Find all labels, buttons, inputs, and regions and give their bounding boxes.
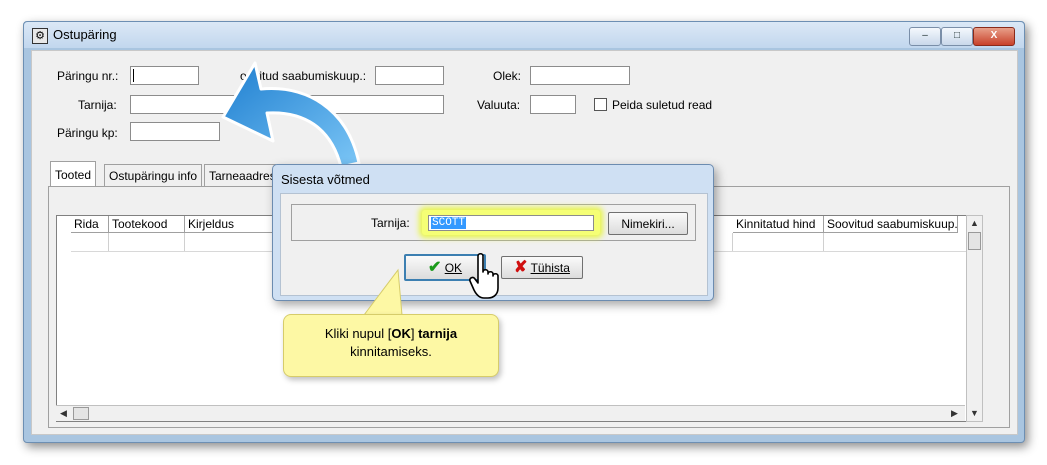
ok-label: OK (444, 261, 463, 275)
horizontal-scrollbar[interactable]: ◀ ▶ (56, 405, 965, 421)
paringu-kp-label: Päringu kp: (57, 126, 118, 140)
cell-divider (823, 233, 824, 251)
red-x-icon: ✘ (514, 259, 528, 276)
tuhista-label: Tühista (530, 261, 570, 275)
vertical-scrollbar[interactable]: ▲ ▼ (966, 215, 983, 422)
callout-line-2: kinnitamiseks. (350, 344, 432, 359)
nimekiri-button[interactable]: Nimekiri... (608, 212, 688, 235)
checkmark-icon: ✔ (427, 259, 442, 276)
hand-pointer-cursor-icon (469, 252, 499, 299)
column-header-rida[interactable]: Rida (71, 216, 109, 233)
callout-text-ok: OK (391, 326, 411, 341)
selected-text: SCOTT (431, 217, 467, 229)
dialog-tarnija-label: Tarnija: (371, 216, 410, 230)
callout-text-mid: ] (410, 326, 419, 341)
maximize-button[interactable]: □ (941, 27, 973, 46)
callout-text-pre: Kliki nupul [ (324, 326, 392, 341)
dialog-tarnija-input[interactable]: SCOTT (428, 215, 594, 231)
peida-suletud-read-label: Peida suletud read (612, 98, 713, 112)
callout-line-1: Kliki nupul [OK] tarnija (284, 325, 498, 343)
dialog-body: Tarnija: SCOTT Nimekiri... ✔ OK ✘ Tühist… (280, 193, 708, 296)
cell-divider (184, 233, 185, 251)
scroll-left-arrow-icon[interactable]: ◀ (60, 408, 67, 418)
cell-divider (732, 233, 733, 251)
instruction-callout: Kliki nupul [OK] tarnija kinnitamiseks. (283, 314, 499, 377)
close-button[interactable]: X (973, 27, 1015, 46)
valuuta-field[interactable] (530, 95, 576, 114)
paringu-nr-field[interactable] (130, 66, 199, 85)
title-bar[interactable]: ⚙ Ostupäring – □ X (24, 22, 1024, 48)
tarnija-label: Tarnija: (78, 98, 117, 112)
client-area: Päringu nr.: oovitud saabumiskuup.: Olek… (31, 50, 1018, 435)
column-header-soovitud-saabumiskuup[interactable]: Soovitud saabumiskuup. (824, 216, 958, 233)
ok-button[interactable]: ✔ OK (404, 254, 486, 281)
annotation-arrow-icon (221, 61, 361, 169)
tab-tooted[interactable]: Tooted (50, 161, 97, 187)
tab-tarneaadress[interactable]: Tarneaadres (204, 164, 276, 186)
peida-suletud-read-checkbox[interactable] (594, 98, 607, 111)
column-header-kirjeldus[interactable]: Kirjeldus (185, 216, 275, 233)
paringu-nr-label: Päringu nr.: (57, 69, 119, 83)
olek-field[interactable] (530, 66, 630, 85)
column-header-tootekood[interactable]: Tootekood (109, 216, 185, 233)
dialog-title: Sisesta võtmed (281, 172, 370, 187)
hscroll-thumb[interactable] (73, 407, 89, 420)
callout-pointer (362, 268, 403, 316)
main-window: ⚙ Ostupäring – □ X Päringu nr.: oovitud … (23, 21, 1025, 443)
valuuta-label: Valuuta: (477, 98, 521, 112)
scroll-thumb[interactable] (968, 232, 981, 250)
minimize-button[interactable]: – (909, 27, 941, 46)
cell-divider (108, 233, 109, 251)
dialog-input-group: Tarnija: SCOTT Nimekiri... (291, 204, 696, 241)
scroll-up-arrow-icon[interactable]: ▲ (970, 218, 979, 228)
soovitud-saabumiskuup-field[interactable] (375, 66, 444, 85)
olek-label: Olek: (493, 69, 522, 83)
soovitud-saabumiskuup-label: oovitud saabumiskuup.: (240, 69, 367, 83)
scroll-right-arrow-icon[interactable]: ▶ (951, 408, 958, 418)
app-gear-icon: ⚙ (32, 28, 48, 44)
callout-text-tarnija: tarnija (418, 326, 458, 341)
scroll-down-arrow-icon[interactable]: ▼ (970, 408, 979, 418)
paringu-kp-field[interactable] (130, 122, 220, 141)
column-header-kinnitatud-hind[interactable]: Kinnitatud hind (733, 216, 824, 233)
window-title: Ostupäring (53, 27, 117, 42)
tab-ostuparingu-info[interactable]: Ostupäringu info (104, 164, 203, 186)
tuhista-button[interactable]: ✘ Tühista (501, 256, 583, 279)
text-caret (133, 69, 134, 82)
